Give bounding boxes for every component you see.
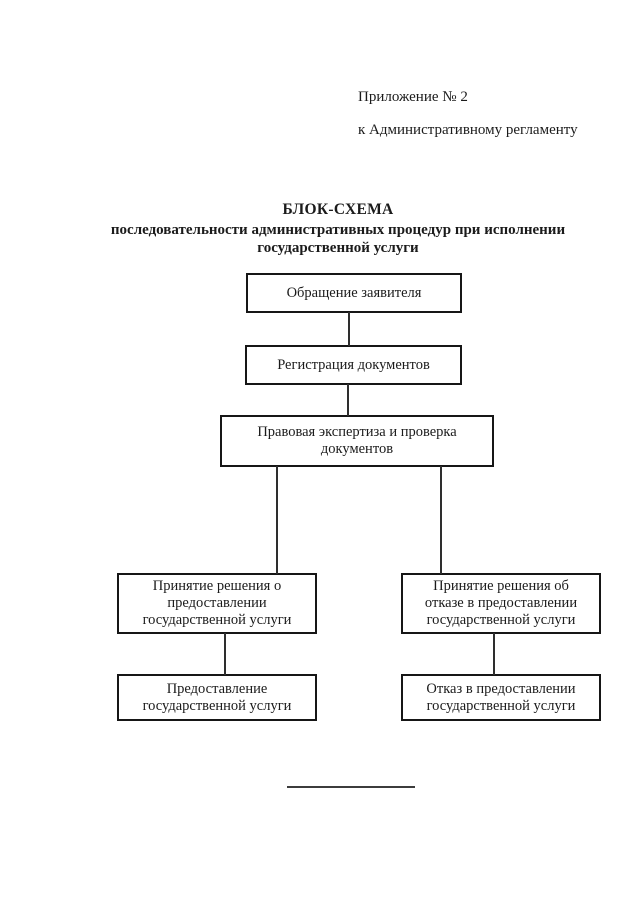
node-line: Обращение заявителя <box>286 284 422 301</box>
footnote-separator-line <box>287 786 415 788</box>
node-line: государственной услуги <box>142 612 292 628</box>
flow-node-refuse: Отказ в предоставлении государственной у… <box>401 674 601 721</box>
flow-node-expertise: Правовая экспертиза и проверка документо… <box>220 415 494 467</box>
connector-decision-refuse-refuse <box>493 633 495 675</box>
node-line: Регистрация документов <box>277 356 430 373</box>
flow-node-decision-refuse: Принятие решения об отказе в предоставле… <box>401 573 601 634</box>
node-line: государственной услуги <box>426 697 576 714</box>
connector-expertise-decision-refuse <box>440 466 442 574</box>
flow-node-appeal: Обращение заявителя <box>246 273 462 313</box>
connector-expertise-decision-grant <box>276 466 278 574</box>
flow-node-grant: Предоставление государственной услуги <box>117 674 317 721</box>
document-title: БЛОК-СХЕМА <box>282 201 394 218</box>
node-line: предоставлении <box>167 595 267 611</box>
flow-node-registration: Регистрация документов <box>245 345 462 385</box>
title-block: БЛОК-СХЕМА последовательности администра… <box>38 201 638 257</box>
node-line: Принятие решения о <box>152 578 282 594</box>
regulation-label: к Административному регламенту <box>358 122 578 138</box>
node-line: отказе в предоставлении <box>424 595 578 611</box>
node-line: Предоставление <box>166 680 268 697</box>
connector-decision-grant-grant <box>224 633 226 675</box>
document-subtitle-line: государственной услуги <box>257 239 419 256</box>
connector-appeal-registration <box>348 312 350 346</box>
node-line: Правовая экспертиза и проверка <box>257 424 457 440</box>
node-line: документов <box>320 441 394 457</box>
node-line: Отказ в предоставлении <box>426 680 576 697</box>
flow-node-decision-grant: Принятие решения о предоставлении госуда… <box>117 573 317 634</box>
node-line: государственной услуги <box>142 697 292 714</box>
document-subtitle: последовательности административных проц… <box>38 222 638 257</box>
document-subtitle-line: последовательности административных проц… <box>110 222 566 238</box>
connector-registration-expertise <box>347 384 349 416</box>
node-line: Принятие решения об <box>433 578 569 594</box>
appendix-label: Приложение № 2 <box>358 89 468 105</box>
appendix-header: Приложение № 2 к Административному регла… <box>358 88 578 139</box>
node-line: государственной услуги <box>426 612 576 628</box>
